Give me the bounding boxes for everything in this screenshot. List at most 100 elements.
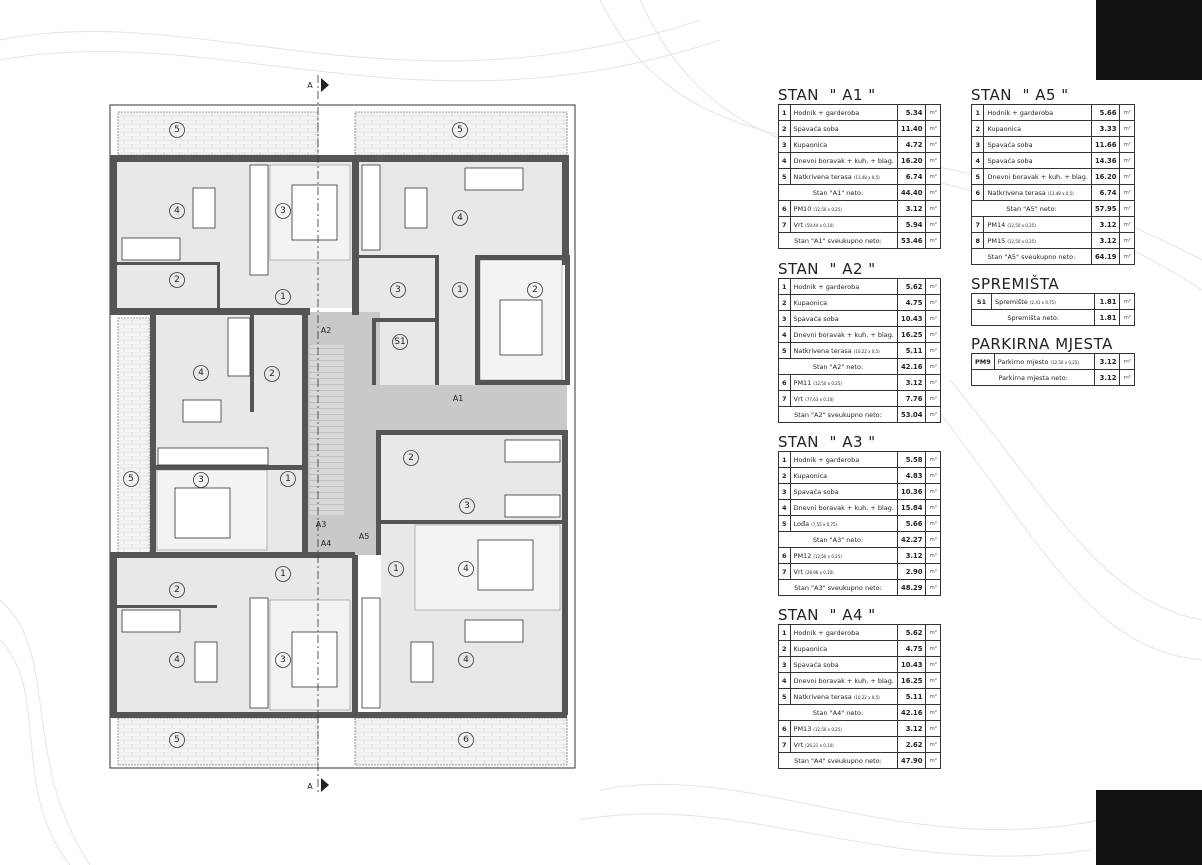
room-name-text: Spavaća soba (987, 156, 1033, 165)
area-unit: m² (925, 216, 942, 233)
room-number: 4 (198, 368, 204, 378)
area-value: 64.19 (1090, 248, 1121, 265)
area-unit: m² (925, 152, 942, 169)
room-number-circle (388, 561, 404, 577)
area-value: 57.95 (1090, 200, 1121, 217)
area-value: 10.36 (896, 483, 927, 500)
room-name-text: Lođa (793, 519, 810, 528)
row-number: 7 (778, 563, 791, 580)
area-value: 2.62 (896, 736, 927, 753)
room-number-circle (275, 289, 291, 305)
room-number-circle (193, 472, 209, 488)
room-name-text: Vrt (793, 567, 804, 576)
area-value: 48.29 (896, 579, 927, 596)
room-number-circle (123, 471, 139, 487)
area-value: 5.11 (896, 688, 927, 705)
room-number: 2 (174, 585, 180, 595)
room-name-text: Hodnik + garderoba (793, 455, 860, 464)
room-name: Spavaća soba (789, 483, 898, 500)
room-name: Natkrivena terasa (13,48 x 0,5) (983, 184, 1092, 201)
room-number: 5 (128, 474, 134, 484)
row-number: 3 (778, 656, 791, 673)
room-dimensions: (12,50 x 0,25) (1007, 238, 1036, 244)
room-name-text: Kupaonica (987, 124, 1022, 133)
room-number-circle (527, 282, 543, 298)
total-label: Stan "A5" sveukupno neto: (971, 248, 1092, 265)
room-name: Spavaća soba (789, 656, 898, 673)
room-name-text: Kupaonica (793, 298, 828, 307)
room-name-text: Vrt (793, 740, 804, 749)
room-name: Dnevni boravak + kuh. + blag. (789, 672, 898, 689)
total-label: Stan "A5" neto: (971, 200, 1092, 217)
row-number: 8 (970, 232, 985, 249)
room-name-text: Spavaća soba (793, 487, 839, 496)
area-value: 3.12 (896, 374, 927, 391)
room-name: Kupaonica (983, 120, 1092, 137)
room-name-text: Hodnik + garderoba (793, 628, 860, 637)
row-number: 2 (778, 294, 791, 311)
entrance-label: A1 (453, 394, 464, 403)
area-value: 11.40 (896, 120, 927, 137)
row-number: 1 (970, 104, 985, 121)
room-number: 4 (463, 655, 469, 665)
room-number-circle (452, 122, 468, 138)
terraces (117, 111, 568, 766)
room-name-text: Spremište (995, 297, 1028, 306)
room-number: 5 (174, 735, 180, 745)
area-unit: m² (1119, 216, 1135, 233)
section-arrow-icon (321, 78, 329, 92)
row-number: 5 (778, 688, 791, 705)
area-value: 1.81 (1094, 309, 1121, 326)
area-unit: m² (925, 232, 942, 249)
room-name: PM10 (12,50 x 0,25) (789, 200, 898, 217)
area-value: 16.25 (896, 672, 927, 689)
area-unit: m² (925, 499, 942, 516)
room-name: Dnevni boravak + kuh. + blag. (789, 152, 898, 169)
table-title: STAN " A1 " (778, 86, 876, 104)
room-name: Vrt (28,96 x 0,10) (789, 563, 898, 580)
area-unit: m² (1119, 120, 1135, 137)
area-unit: m² (925, 483, 942, 500)
room-name-text: Spavaća soba (793, 314, 839, 323)
area-unit: m² (925, 294, 942, 311)
room-dimensions: (28,96 x 0,10) (805, 569, 834, 575)
area-unit: m² (925, 358, 942, 375)
room-name: Spremište (2,41 x 0,75) (990, 293, 1096, 310)
entrance-label: A4 (321, 539, 332, 548)
area-unit: m² (925, 579, 942, 596)
room-name: Kupaonica (789, 294, 898, 311)
room-name-text: Hodnik + garderoba (987, 108, 1054, 117)
row-number: 3 (970, 136, 985, 153)
area-value: 6.74 (896, 168, 927, 185)
total-label: Stan "A1" sveukupno neto: (778, 232, 898, 249)
room-number-circle (275, 652, 291, 668)
area-value: 5.62 (896, 624, 927, 641)
room-name: Vrt (26,21 x 0,10) (789, 736, 898, 753)
area-value: 4.72 (896, 136, 927, 153)
area-value: 5.66 (1090, 104, 1121, 121)
area-unit: m² (1119, 200, 1135, 217)
total-label: Parkirna mjesta neto: (970, 369, 1096, 386)
area-unit: m² (925, 515, 942, 532)
room-dimensions: (10,22 x 0,5) (853, 694, 880, 700)
area-unit: m² (1119, 369, 1135, 386)
room-name: PM14 (12,50 x 0,25) (983, 216, 1092, 233)
area-unit: m² (925, 672, 942, 689)
row-number: 4 (778, 152, 791, 169)
area-value: 16.20 (1090, 168, 1121, 185)
